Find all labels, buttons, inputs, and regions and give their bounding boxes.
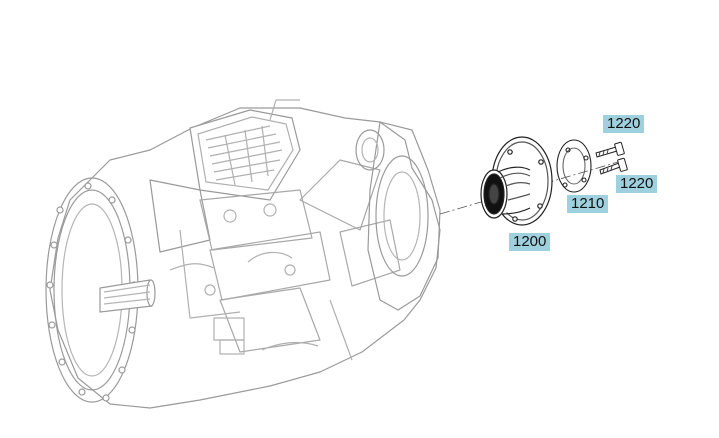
part-1200-cover	[480, 136, 553, 226]
bell-bolts	[46, 182, 138, 402]
part-1220-screw-upper	[595, 141, 625, 158]
callout-1210: 1210	[567, 195, 609, 213]
part-1210-gasket	[556, 139, 592, 193]
callout-1220-lower: 1220	[616, 175, 658, 193]
callout-1220-upper: 1220	[603, 115, 645, 133]
rear-flange	[367, 121, 441, 311]
part-1220-screw-lower	[599, 157, 628, 175]
callout-1200: 1200	[509, 233, 551, 251]
gearbox-housing	[45, 99, 441, 409]
